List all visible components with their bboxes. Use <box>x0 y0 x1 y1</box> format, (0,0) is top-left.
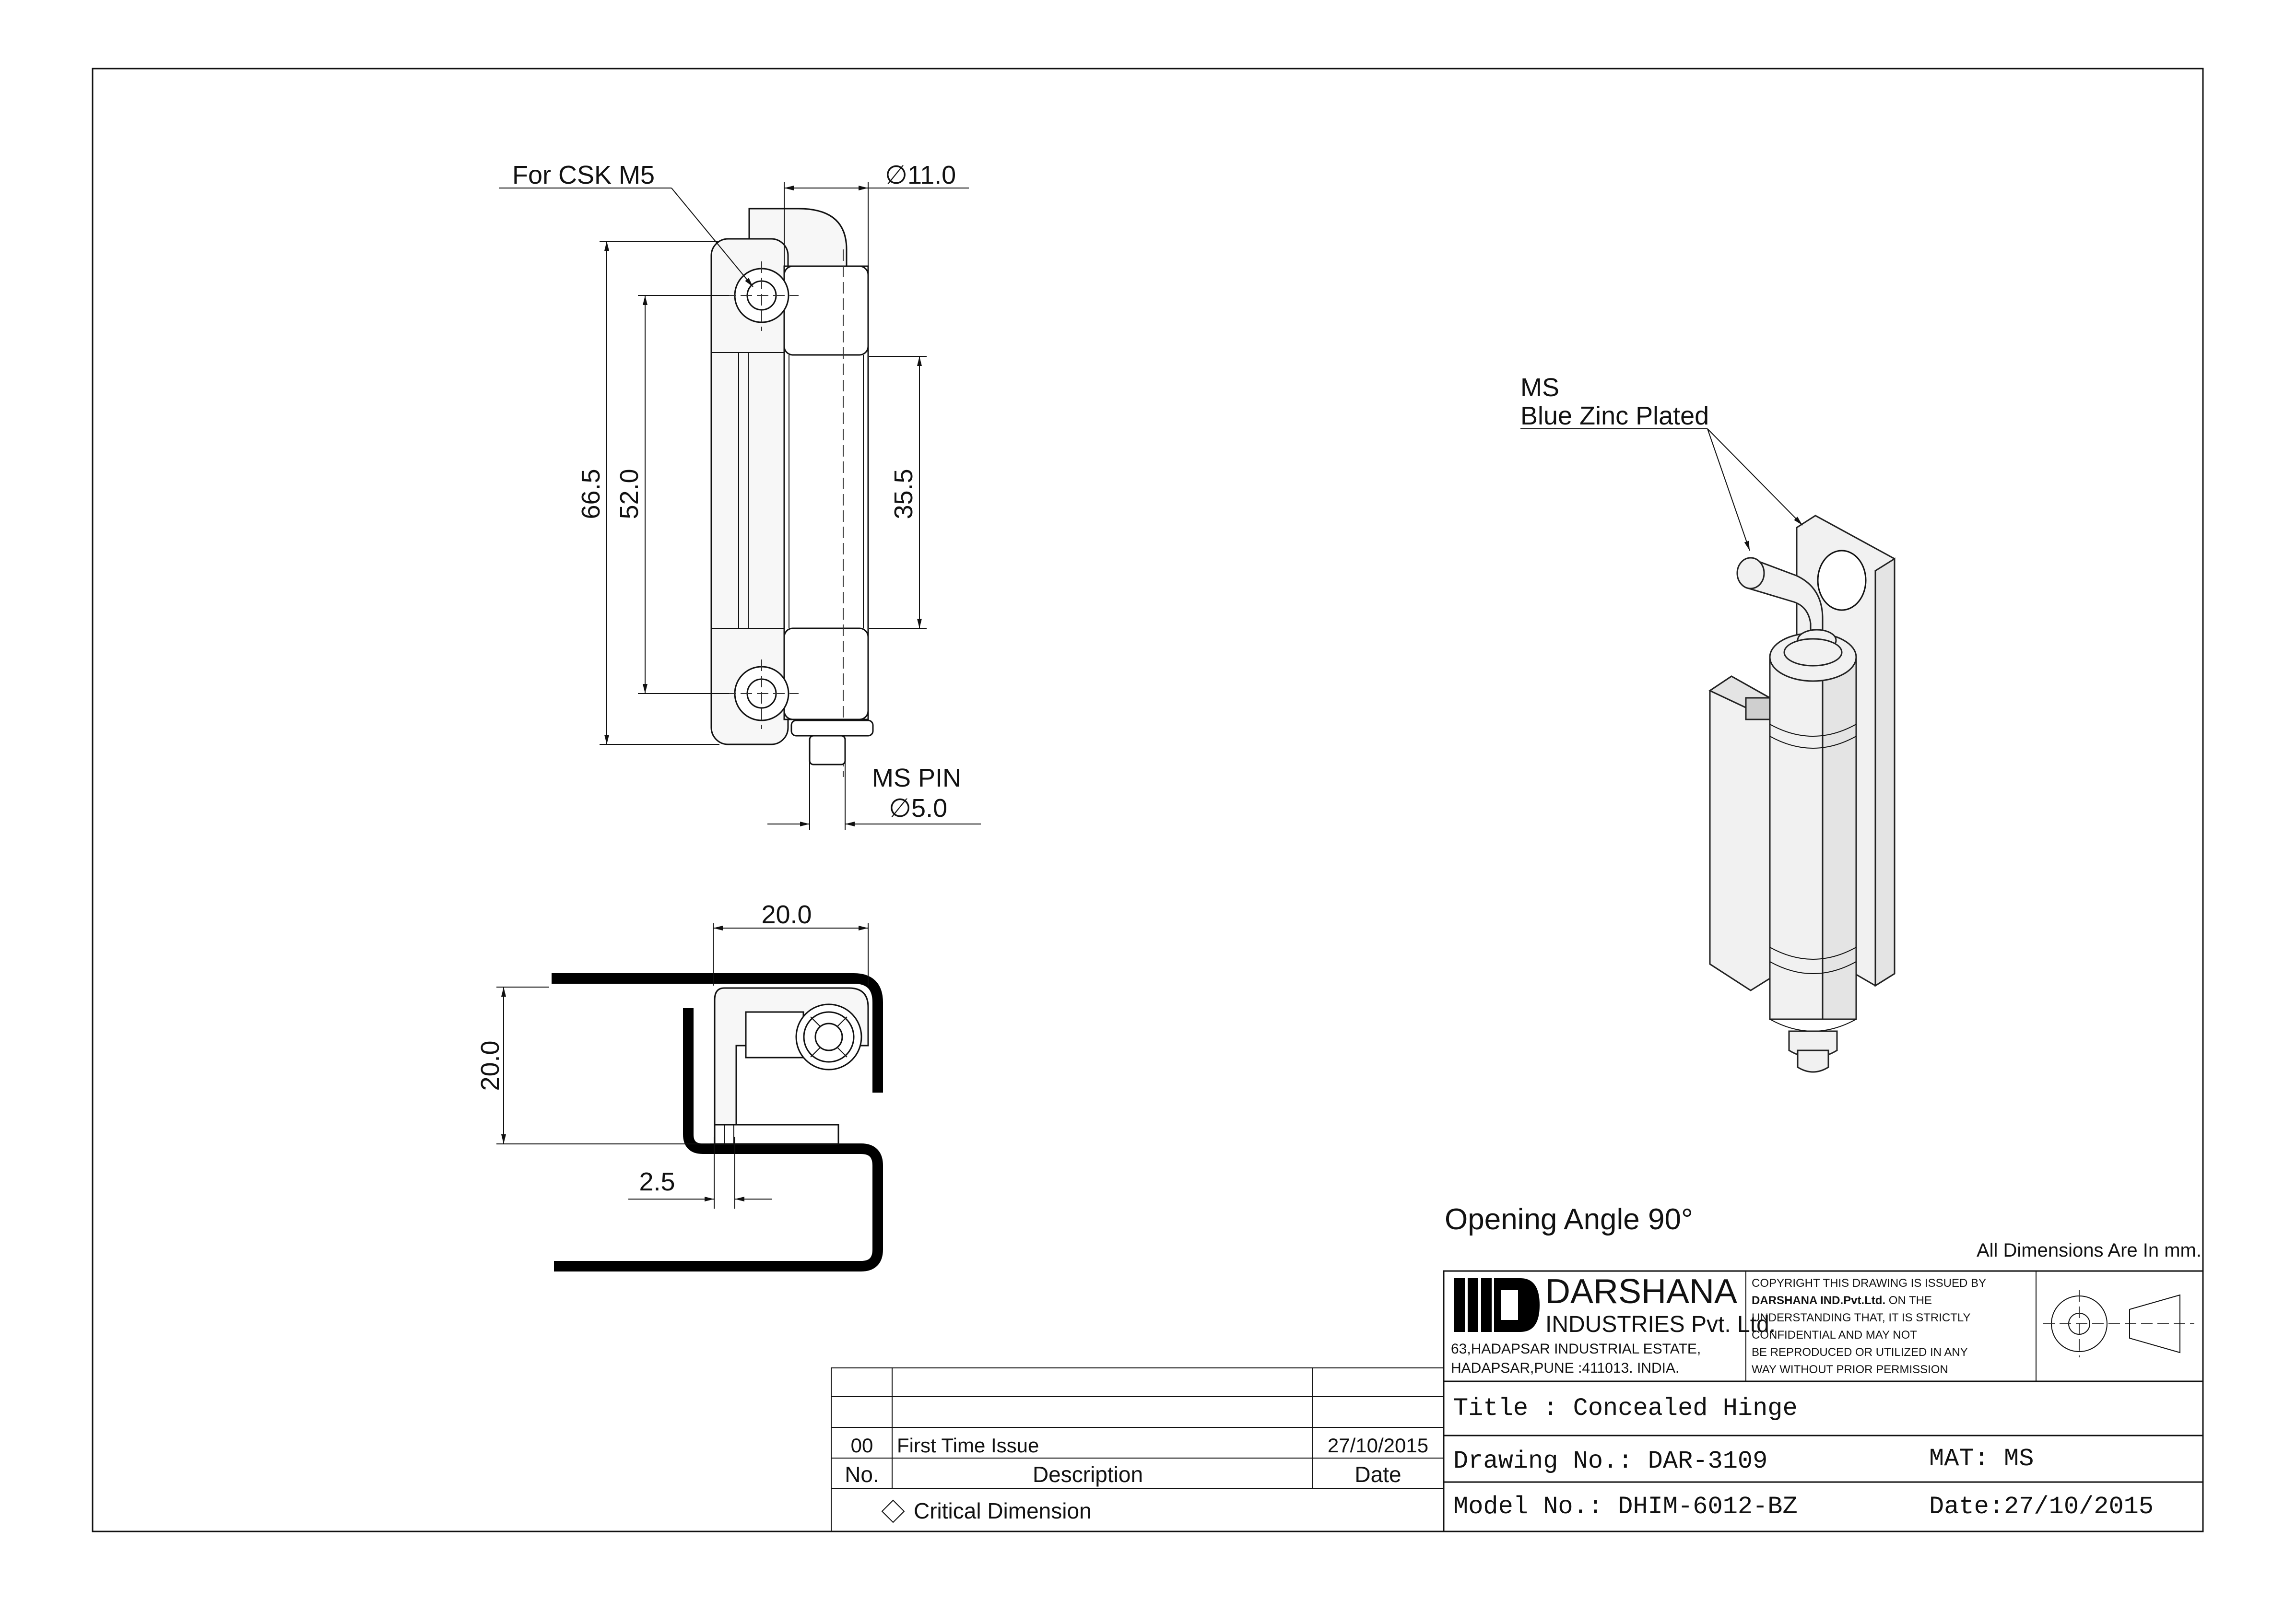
iso-front-plate <box>1709 675 1771 991</box>
title-block: DARSHANA INDUSTRIES Pvt. Ltd. 63,HADAPSA… <box>1443 1270 2204 1532</box>
csk-label: For CSK M5 <box>512 161 655 189</box>
pin-label: MS PIN <box>872 764 961 792</box>
company-name: DARSHANA <box>1545 1272 1737 1311</box>
svg-text:DARSHANA IND.Pvt.Ltd. ON THE: DARSHANA IND.Pvt.Ltd. ON THE <box>1752 1294 1932 1307</box>
company-subname: INDUSTRIES Pvt. Ltd. <box>1545 1312 1776 1337</box>
copyright-line-6: WAY WITHOUT PRIOR PERMISSION <box>1752 1363 1948 1376</box>
material-line1: MS <box>1520 373 1559 402</box>
copyright-line-5: BE REPRODUCED OR UTILIZED IN ANY <box>1752 1346 1968 1359</box>
dim-pin-diameter: ∅5.0 <box>889 794 947 823</box>
company-logo <box>1454 1278 1540 1332</box>
copyright-line-4: CONFIDENTIAL AND MAY NOT <box>1752 1329 1917 1342</box>
revision-description: First Time Issue <box>897 1434 1039 1457</box>
barrel-bottom-knuckle <box>783 627 869 720</box>
material-callout: MS Blue Zinc Plated <box>1520 373 1803 551</box>
drawing-title: Title : Concealed Hinge <box>1453 1394 1798 1423</box>
pin-tip <box>809 735 846 765</box>
dim-gap: 2.5 <box>639 1167 675 1196</box>
dim-section-width: 20.0 <box>761 900 812 929</box>
dim-pin-length: 35.5 <box>889 469 918 519</box>
isometric-view <box>1708 515 1896 1073</box>
front-view <box>710 208 874 777</box>
units-note: All Dimensions Are In mm. <box>1977 1240 2202 1261</box>
dim-hole-spacing: 52.0 <box>615 469 644 519</box>
critical-diamond-icon <box>881 1499 905 1523</box>
opening-angle: Opening Angle 90° <box>1445 1203 1693 1236</box>
copyright-line-1: COPYRIGHT THIS DRAWING IS ISSUED BY <box>1752 1277 1986 1290</box>
front-view-dimensions: 66.5 52.0 35.5 ∅11.0 For CSK M5 MS PIN ∅… <box>499 161 981 830</box>
pin-section <box>814 1023 843 1051</box>
copyright-line-2: ON THE <box>1885 1294 1932 1307</box>
dim-section-depth: 20.0 <box>476 1040 505 1091</box>
company-address-2: HADAPSAR,PUNE :411013. INDIA. <box>1451 1360 1679 1376</box>
door-profile <box>552 973 883 1093</box>
company-address-1: 63,HADAPSAR INDUSTRIAL ESTATE, <box>1451 1341 1701 1357</box>
frame-profile <box>554 1008 883 1271</box>
header-date: Date <box>1354 1462 1401 1487</box>
pin-collar <box>790 719 874 737</box>
model-number: Model No.: DHIM-6012-BZ <box>1453 1493 1798 1521</box>
section-view-dimensions: 20.0 20.0 2.5 <box>476 900 869 1209</box>
header-no: No. <box>845 1462 879 1487</box>
copyright-line-3: UNDERSTANDING THAT, IT IS STRICTLY <box>1752 1311 1971 1324</box>
dim-overall-height: 66.5 <box>577 469 605 519</box>
revision-date: 27/10/2015 <box>1328 1434 1428 1457</box>
drawing-number: Drawing No.: DAR-3109 <box>1453 1447 1767 1475</box>
header-description: Description <box>1033 1462 1143 1487</box>
copyright-company: DARSHANA IND.Pvt.Ltd. <box>1752 1294 1885 1307</box>
hinge-section-base <box>714 1124 839 1145</box>
critical-note: Critical Dimension <box>914 1498 1092 1523</box>
hinge-section-slot <box>745 1011 804 1059</box>
revision-block: 00 First Time Issue 27/10/2015 No. Descr… <box>831 1367 1444 1532</box>
iso-plate-hole <box>1817 550 1867 611</box>
section-view <box>552 973 883 1271</box>
dim-barrel-diameter: ∅11.0 <box>885 161 956 189</box>
material-line2: Blue Zinc Plated <box>1520 401 1709 430</box>
revision-no: 00 <box>851 1434 873 1457</box>
drawing-date: Date:27/10/2015 <box>1929 1493 2154 1521</box>
projection-symbol <box>2043 1290 2194 1357</box>
material-spec: MAT: MS <box>1929 1445 2034 1473</box>
barrel-top-knuckle <box>783 265 869 356</box>
